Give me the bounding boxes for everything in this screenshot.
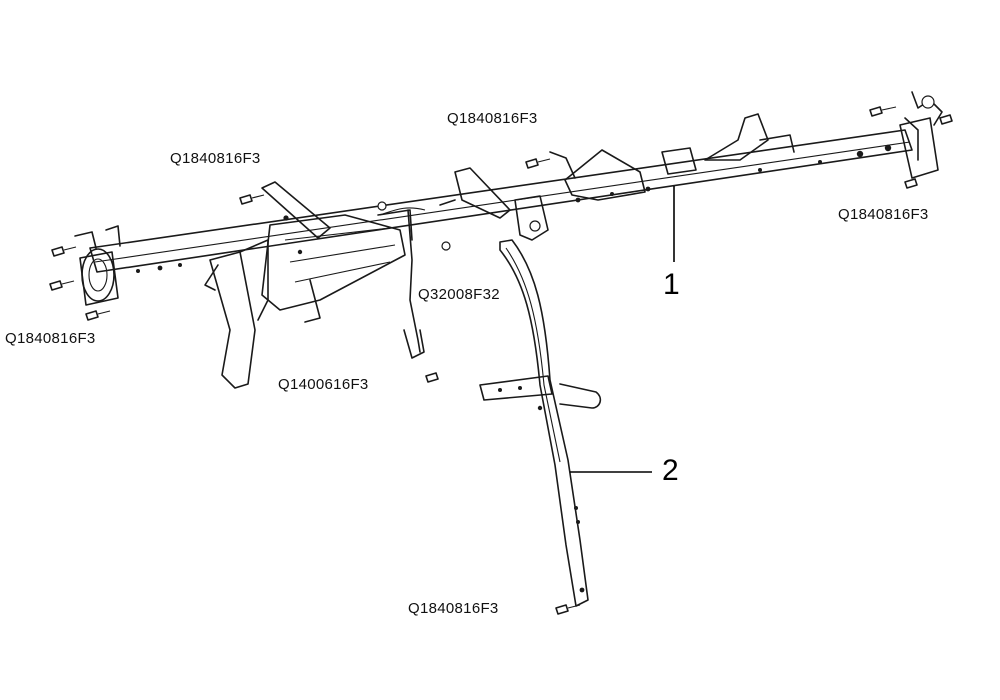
part-label-upper-left: Q1840816F3 — [170, 150, 261, 167]
bolt-icon — [939, 114, 953, 125]
bolt-icon — [85, 310, 111, 321]
callout-number-1: 1 — [663, 268, 680, 301]
bolt-icon — [51, 246, 77, 257]
bolt-icon — [525, 158, 551, 169]
bolts — [49, 106, 953, 615]
bolt-icon — [904, 178, 918, 189]
left-bracket — [204, 181, 413, 389]
part-label-bottom: Q1840816F3 — [408, 600, 499, 617]
bolt-icon — [555, 604, 581, 615]
center-bracket — [439, 167, 549, 241]
part-label-small-bolt: Q1400616F3 — [278, 376, 369, 393]
harness-wire — [379, 207, 426, 359]
nut-icon — [377, 201, 387, 211]
nut-icon — [441, 241, 451, 251]
part-label-right: Q1840816F3 — [838, 206, 929, 223]
bolt-icon — [869, 106, 897, 117]
support-brace — [479, 239, 602, 607]
part-label-top-center: Q1840816F3 — [447, 110, 538, 127]
part-label-harness: Q32008F32 — [418, 286, 500, 303]
center-right-bracket — [549, 113, 795, 201]
bolt-icon — [49, 280, 75, 291]
part-label-left: Q1840816F3 — [5, 330, 96, 347]
bolt-icon — [239, 194, 265, 205]
cross-beam — [74, 91, 943, 306]
bolt-icon — [425, 372, 439, 383]
callout-number-2: 2 — [662, 454, 679, 487]
